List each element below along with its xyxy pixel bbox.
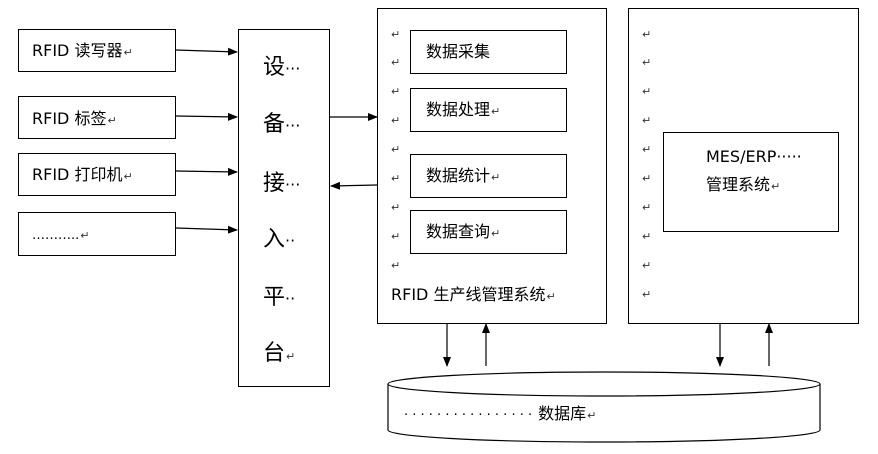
paragraph-mark: ↵ (642, 288, 652, 301)
device-box-printer: RFID 打印机↵ (18, 153, 176, 196)
platform-char: 接 (263, 171, 286, 196)
paragraph-mark: ↵ (80, 229, 90, 242)
paragraph-mark: ↵ (123, 170, 133, 183)
paragraph-mark: ↵ (642, 114, 652, 127)
platform-dots: ·· (285, 231, 296, 250)
paragraph-mark: ↵ (286, 350, 296, 363)
paragraph-mark: ↵ (491, 171, 501, 184)
paragraph-mark: ↵ (391, 143, 401, 156)
paragraph-mark: ↵ (123, 46, 133, 59)
arrow-other-to-platform (175, 225, 238, 234)
paragraph-mark: ↵ (391, 114, 401, 127)
paragraph-mark: ↵ (642, 85, 652, 98)
device-box-tag: RFID 标签↵ (18, 96, 176, 139)
module-data-collection: 数据采集 (410, 30, 567, 74)
paragraph-mark: ↵ (391, 85, 401, 98)
paragraph-mark: ↵ (391, 56, 401, 69)
device-label-printer: RFID 打印机 (32, 165, 123, 184)
paragraph-mark: ↵ (642, 56, 652, 69)
database-cylinder (387, 371, 821, 443)
paragraph-mark: ↵ (391, 172, 401, 185)
paragraph-mark: ↵ (391, 201, 401, 214)
module-label: 数据采集 (426, 42, 491, 61)
paragraph-mark: ↵ (642, 201, 652, 214)
mes-erp-box: MES/ERP····· 管理系统↵ (663, 132, 839, 232)
device-label-other: ……….. (32, 228, 80, 243)
paragraph-mark: ↵ (642, 172, 652, 185)
paragraph-mark: ↵ (642, 259, 652, 272)
arrow-printer-to-platform (175, 167, 238, 176)
module-label: 数据查询 (426, 222, 491, 241)
arrow-rfid-system-to-platform (330, 181, 378, 190)
paragraph-mark: ↵ (642, 28, 652, 41)
platform-dots: ··· (285, 175, 301, 194)
paragraph-mark: ↵ (642, 230, 652, 243)
paragraph-mark: ↵ (546, 290, 556, 303)
paragraph-mark: ↵ (491, 105, 501, 118)
platform-char: 台 (263, 341, 286, 366)
module-data-query: 数据查询↵ (410, 210, 567, 254)
access-platform-box: 设··· 备··· 接··· 入·· 平·· 台↵ (238, 29, 330, 387)
device-box-reader: RFID 读写器↵ (18, 29, 176, 72)
platform-char: 备 (263, 112, 286, 137)
mes-erp-line1: MES/ERP····· (706, 147, 802, 166)
platform-char: 平 (263, 285, 286, 310)
database-dots: · · · · · · · · · · · · · · · · (404, 408, 533, 423)
platform-dots: ··· (285, 59, 301, 78)
arrow-tag-to-platform (175, 112, 238, 121)
platform-dots: ··· (285, 116, 301, 135)
platform-dots: ·· (285, 289, 296, 308)
mes-erp-line2: 管理系统 (706, 175, 771, 194)
paragraph-mark: ↵ (587, 409, 597, 422)
module-label: 数据处理 (426, 100, 491, 119)
paragraph-mark: ↵ (771, 180, 781, 193)
platform-char: 设 (263, 55, 286, 80)
module-data-processing: 数据处理↵ (410, 88, 567, 132)
paragraph-mark: ↵ (391, 259, 401, 272)
database-label: 数据库 (538, 404, 587, 423)
rfid-system-title: RFID 生产线管理系统 (391, 285, 546, 304)
paragraph-mark: ↵ (391, 28, 401, 41)
mes-outer-box: ↵ ↵ ↵ ↵ ↵ ↵ ↵ ↵ ↵ ↵ MES/ERP····· 管理系统↵ (628, 8, 859, 324)
arrow-reader-to-platform (175, 47, 238, 56)
device-label-reader: RFID 读写器 (32, 41, 123, 60)
device-box-other: ………..↵ (18, 212, 176, 256)
paragraph-mark: ↵ (491, 227, 501, 240)
rfid-system-box: ↵ ↵ ↵ ↵ ↵ ↵ ↵ ↵ ↵ 数据采集 数据处理↵ 数据统计↵ 数据查询↵… (377, 8, 607, 324)
paragraph-mark: ↵ (107, 114, 117, 127)
module-label: 数据统计 (426, 166, 491, 185)
module-data-statistics: 数据统计↵ (410, 154, 567, 198)
paragraph-mark: ↵ (391, 230, 401, 243)
device-label-tag: RFID 标签 (32, 109, 107, 128)
platform-char: 入 (263, 227, 286, 252)
paragraph-mark: ↵ (642, 143, 652, 156)
